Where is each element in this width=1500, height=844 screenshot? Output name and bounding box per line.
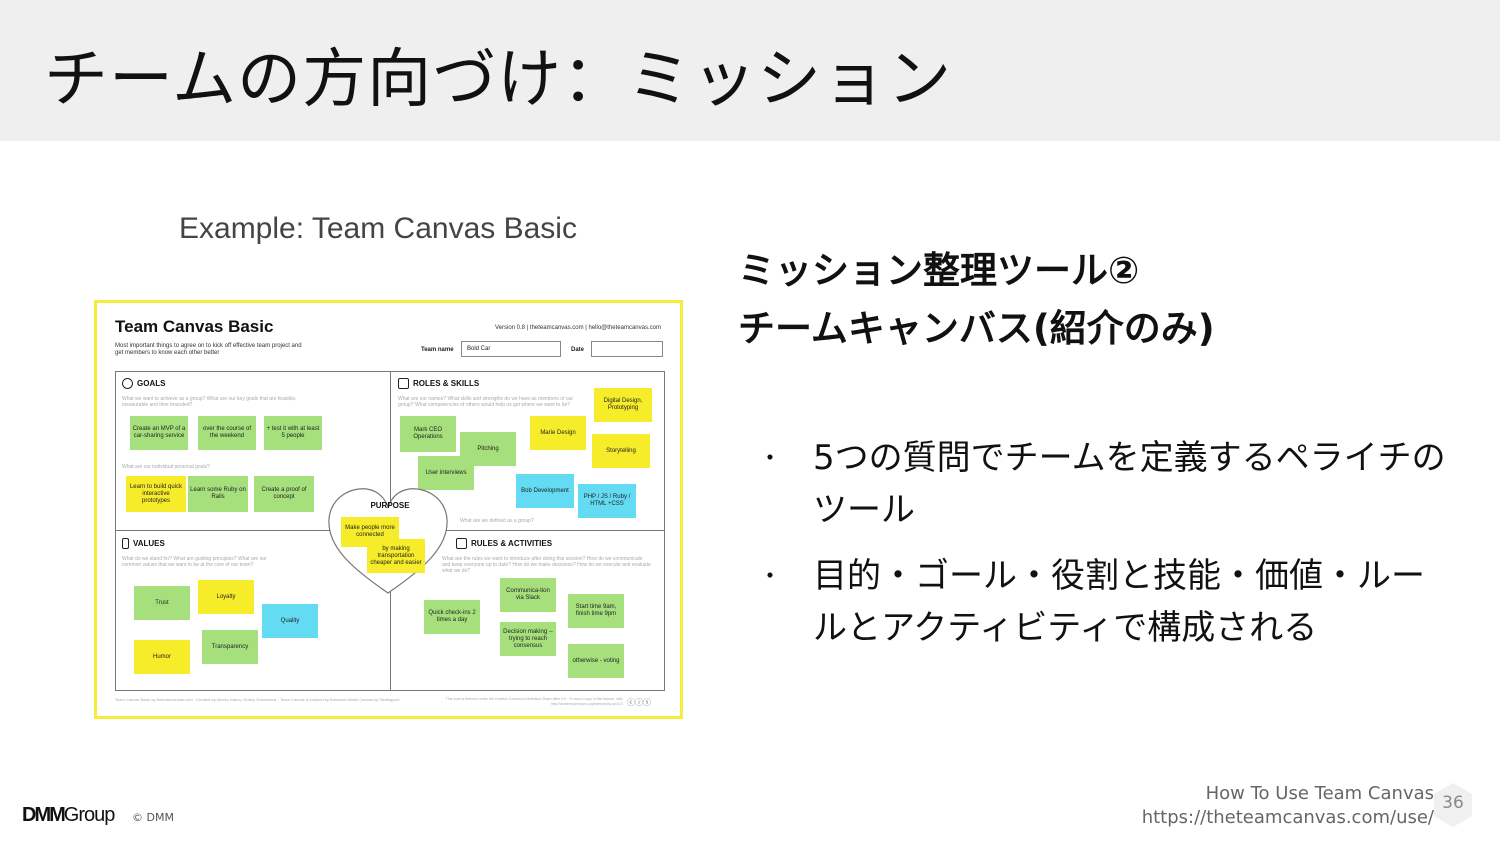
sticky-note: Humor: [134, 640, 190, 674]
sticky-note: Start time 9am, finish time 9pm: [568, 594, 624, 628]
sticky-note: Bob Development: [516, 474, 574, 508]
values-question: What do we stand for? What are guiding p…: [122, 556, 267, 568]
goals-heading: GOALS: [122, 378, 165, 389]
sticky-note: Create an MVP of a car-sharing service: [130, 416, 188, 450]
section-heading: ミッション整理ツール② チームキャンバス(紹介のみ): [738, 242, 1215, 358]
bullet-text: 目的・ゴール・役割と技能・価値・ルールとアクティビティで構成される: [813, 556, 1425, 648]
heading-line-2: チームキャンバス(紹介のみ): [738, 307, 1215, 350]
values-heading-label: VALUES: [133, 539, 165, 548]
example-caption: Example: Team Canvas Basic: [179, 212, 577, 245]
sticky-note: otherwise - voting: [568, 644, 624, 678]
purpose-question: What are we defined as a group?: [460, 518, 534, 524]
sticky-note: Communica-tion via Slack: [500, 578, 556, 612]
sticky-note: Quality: [262, 604, 318, 638]
slide-title: チームの方向づけ：ミッション: [44, 43, 953, 117]
rules-question: What are the rules we want to introduce …: [442, 556, 651, 574]
sticky-note: Transparency: [202, 630, 258, 664]
target-icon: [122, 378, 133, 389]
bullet-marker: ・: [758, 444, 782, 472]
goals-question: What we want to achieve as a group? What…: [122, 396, 297, 408]
sticky-note: Marie Design: [530, 416, 586, 450]
creative-commons-icon: ⓒⓘⓢ: [627, 698, 651, 707]
sticky-note: over the course of the weekend: [198, 416, 256, 450]
date-field: [591, 341, 663, 357]
rules-heading: RULES & ACTIVITIES: [456, 538, 552, 549]
team-name-field: Bold Car: [461, 341, 561, 357]
sticky-note: Quick check-ins 2 times a day: [424, 600, 480, 634]
bottle-icon: [122, 538, 129, 549]
canvas-grid: GOALS What we want to achieve as a group…: [115, 371, 665, 691]
sticky-note: Mark CEO Operations: [400, 416, 456, 452]
sticky-note: PHP / JS / Ruby / HTML +CSS: [578, 484, 636, 518]
sticky-note: + test it with at least 5 people: [264, 416, 322, 450]
canvas-footer-left: Team Canvas Basic by theteamcanvas.com ·…: [115, 697, 400, 702]
checklist-icon: [456, 538, 467, 549]
canvas-version: Version 0.8 | theteamcanvas.com | hello@…: [495, 325, 661, 331]
source-url: https://theteamcanvas.com/use/: [1141, 807, 1434, 828]
logo-text: Group: [63, 804, 116, 826]
values-heading: VALUES: [122, 538, 165, 549]
bullet-marker: ・: [758, 562, 782, 590]
people-icon: [398, 378, 409, 389]
sticky-note: User interviews: [418, 456, 474, 490]
sticky-note: Decision making -- trying to reach conse…: [500, 622, 556, 656]
goals-heading-label: GOALS: [137, 379, 166, 388]
roles-heading-label: ROLES & SKILLS: [413, 379, 480, 388]
page-number-hexagon-icon: [1434, 783, 1472, 827]
team-canvas-inner: Team Canvas Basic Most important things …: [97, 303, 680, 716]
sticky-note: Learn some Ruby on Rails: [188, 476, 248, 512]
team-canvas-figure: Team Canvas Basic Most important things …: [94, 300, 683, 719]
sticky-note: Storytelling: [592, 434, 650, 468]
heading-line-1: ミッション整理ツール②: [738, 249, 1140, 292]
source-citation: How To Use Team Canvas https://theteamca…: [1142, 782, 1434, 830]
purpose-heading: PURPOSE: [370, 501, 410, 510]
bullet-text: 5つの質問でチームを定義するペライチのツール: [813, 438, 1446, 530]
dmm-group-logo: DMMGroup: [22, 804, 116, 827]
sticky-note: Loyalty: [198, 580, 254, 614]
sticky-note: Create a proof of concept: [254, 476, 314, 512]
page-number: 36: [1442, 793, 1464, 813]
goals-personal-question: What are our individual personal goals?: [122, 464, 210, 470]
date-label: Date: [571, 347, 585, 353]
title-bar: [0, 0, 1500, 141]
canvas-subtitle: Most important things to agree on to kic…: [115, 343, 302, 356]
logo-bold-text: DMM: [22, 804, 66, 826]
rules-heading-label: RULES & ACTIVITIES: [471, 539, 553, 548]
roles-heading: ROLES & SKILLS: [398, 378, 479, 389]
source-title: How To Use Team Canvas: [1205, 783, 1434, 804]
roles-question: What are our names? What skills and stre…: [398, 396, 574, 408]
bullet-item: ・ 目的・ゴール・役割と技能・価値・ルールとアクティビティで構成される: [758, 550, 1458, 654]
canvas-title: Team Canvas Basic: [115, 317, 274, 336]
canvas-footer-right: This work is licensed under the Creative…: [445, 697, 623, 706]
sticky-note: Trust: [134, 586, 190, 620]
copyright: © DMM: [132, 811, 174, 824]
team-name-label: Team name: [421, 347, 454, 353]
sticky-note: Digital Design, Prototyping: [594, 388, 652, 422]
bullet-list: ・ 5つの質問でチームを定義するペライチのツール ・ 目的・ゴール・役割と技能・…: [758, 432, 1458, 668]
sticky-note: by making transportation cheaper and eas…: [367, 539, 425, 573]
bullet-item: ・ 5つの質問でチームを定義するペライチのツール: [758, 432, 1458, 536]
sticky-note: Learn to build quick interactive prototy…: [126, 476, 186, 512]
